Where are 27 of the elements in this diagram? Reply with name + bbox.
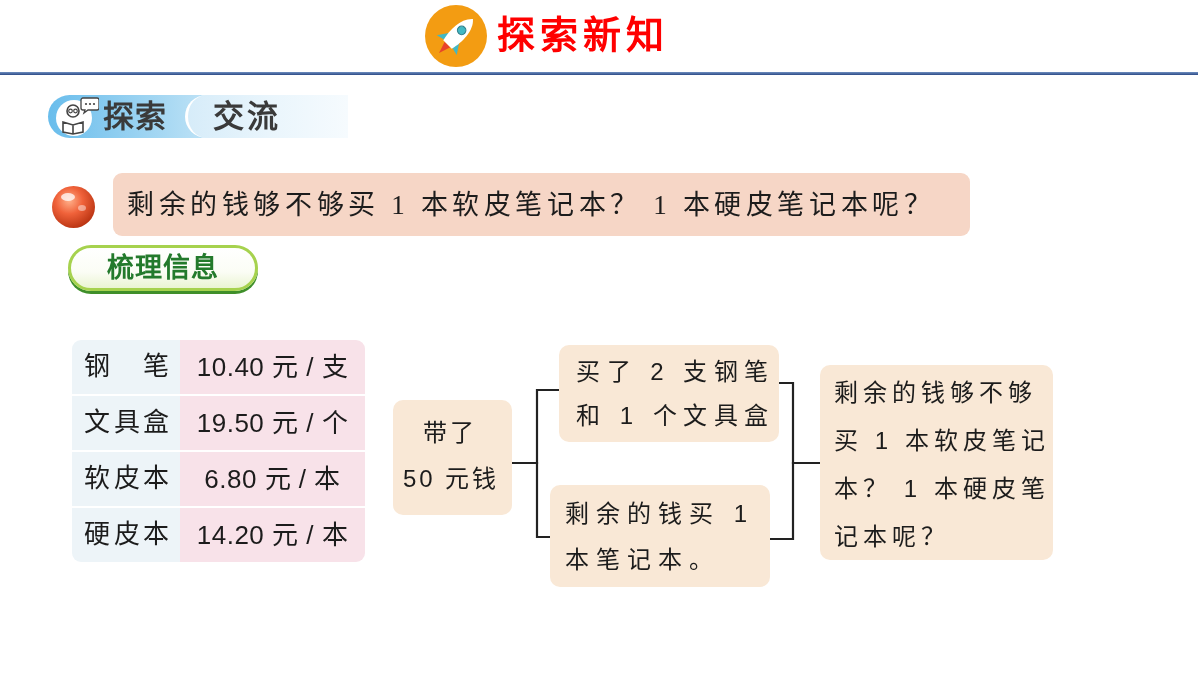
- question-box: [113, 173, 970, 236]
- unit-price: 19.50 元 / 个: [196, 407, 349, 440]
- info-text: 剩余的钱够不够买 1 本软皮笔记本？ 1 本硬皮笔记本呢？: [834, 378, 1051, 552]
- info-box: [550, 485, 770, 587]
- page-title: 探索新知: [497, 13, 669, 58]
- item-name: 文具盒: [84, 407, 170, 439]
- info-box: [559, 345, 779, 442]
- item-name: 钢笔: [84, 351, 170, 383]
- unit-price: 10.40 元 / 支: [196, 351, 349, 384]
- question-text: 剩余的钱够不够买 1 本软皮笔记本？ 1 本硬皮笔记本呢？: [127, 188, 936, 222]
- section-tab: [185, 95, 348, 138]
- info-text: 带了 50 元钱: [403, 418, 501, 494]
- pill-title: 梳理信息: [107, 252, 219, 285]
- unit-price: 14.20 元 / 本: [196, 519, 349, 552]
- item-name: 硬皮本: [84, 519, 170, 551]
- info-text: 买了 2 支钢笔和 1 个文具盒: [576, 357, 776, 431]
- tab-title: 交流: [213, 98, 281, 136]
- badge-title: 探索: [103, 98, 167, 136]
- info-text: 剩余的钱买 1 本笔记本。: [565, 499, 755, 575]
- info-box: [393, 400, 512, 515]
- unit-price: 6.80 元 / 本: [204, 463, 341, 496]
- bracket-connector: [770, 461, 820, 541]
- section-badge: [48, 95, 348, 138]
- section-pill: [68, 245, 258, 291]
- info-box: [820, 365, 1053, 560]
- bracket-connector: [512, 461, 550, 539]
- item-name: 软皮本: [84, 463, 170, 495]
